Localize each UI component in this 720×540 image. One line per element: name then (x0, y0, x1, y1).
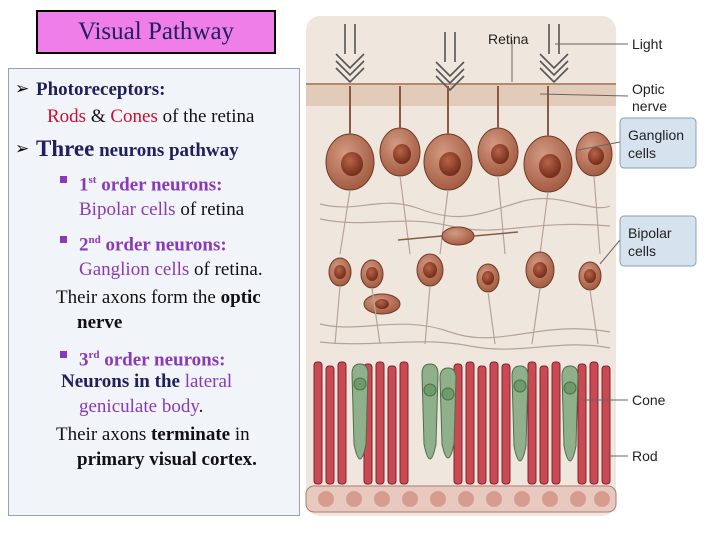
arrow-bullet-icon: ➢ (15, 79, 30, 99)
pigment-epithelium (305, 485, 617, 513)
cone-label: Cone (632, 392, 666, 408)
second-label-text: order neurons: (105, 234, 227, 256)
amacrine-cell (397, 226, 519, 246)
cones-text: Cones (110, 106, 158, 127)
third-order-label: 3rd order neurons: (79, 344, 225, 371)
text-panel: ➢ Photoreceptors: Rods & Cones of the re… (8, 68, 300, 516)
third-sup: rd (88, 349, 100, 361)
optic-nerve-label-line1: Optic (632, 81, 665, 97)
third-label-text: order neurons: (104, 349, 226, 371)
bipolar-label-line2: cells (628, 243, 656, 259)
primary-visual-cortex-text: primary visual cortex. (77, 449, 257, 470)
nerve-text: nerve (77, 312, 123, 333)
photoreceptors-detail: Rods & Cones of the retina (47, 106, 254, 128)
cone-cells (351, 363, 579, 462)
retina-diagram: Retina Light Optic nerve Ganglion cells … (305, 16, 697, 516)
rods-text: Rods (47, 106, 87, 127)
first-order-label: 1st order neurons: (79, 169, 222, 196)
of-retina-2-text: of retina (180, 199, 245, 220)
lateral-text: lateral (184, 371, 233, 392)
ganglion-label-line1: Ganglion (628, 127, 684, 143)
terminate-text: terminate (150, 424, 231, 445)
second-num: 2 (79, 234, 89, 256)
square-bullet-icon (60, 236, 67, 243)
page-title: Visual Pathway (36, 10, 276, 54)
retina-label: Retina (488, 31, 529, 47)
square-bullet-icon (60, 176, 67, 183)
third-num: 3 (79, 349, 89, 371)
first-label-text: order neurons: (101, 174, 223, 196)
arrow-bullet-icon: ➢ (15, 139, 30, 159)
second-order-detail: Ganglion cells of retina. (79, 259, 263, 281)
third-order-detail: Neurons in the lateral (61, 371, 232, 393)
first-order-detail: Bipolar cells of retina (79, 199, 244, 221)
bipolar-label-box (619, 215, 697, 267)
square-bullet-icon (60, 351, 67, 358)
first-sup: st (88, 174, 97, 186)
ganglion-label-box (619, 117, 697, 169)
bipolar-label-line1: Bipolar (628, 225, 672, 241)
of-retina-text: of the retina (162, 106, 255, 127)
amp-text: & (90, 106, 106, 127)
axons-terminate-line: Their axons terminate in (56, 424, 250, 446)
optic-nerve-label-line2: nerve (632, 98, 667, 114)
photoreceptor-layer (313, 361, 611, 485)
second-sup: nd (88, 234, 101, 246)
of-retina-3-text: of retina. (194, 259, 263, 280)
label-leader-lines (511, 40, 629, 457)
inner-plexiform-layer (319, 175, 611, 255)
axons-form-line: Their axons form the optic (56, 287, 261, 309)
axons-form-text: Their axons form the (56, 287, 216, 308)
second-order-label: 2nd order neurons: (79, 229, 227, 256)
their-axons-text: Their axons (56, 424, 147, 445)
ganglion-label-line2: cells (628, 145, 656, 161)
outer-plexiform-layer (319, 285, 611, 350)
optic-text: optic (220, 287, 261, 308)
light-label: Light (632, 36, 662, 52)
neurons-in-text: Neurons in the (61, 371, 180, 392)
ganglion-cell-layer (325, 86, 613, 193)
first-num: 1 (79, 174, 89, 196)
bipolar-cells-text: Bipolar cells (79, 199, 176, 220)
geniculate-body-text: geniculate body (79, 396, 199, 417)
rod-label: Rod (632, 448, 658, 464)
three-neurons-heading: Three neurons pathway (36, 136, 239, 162)
light-arrows-icon (335, 24, 569, 92)
three-text: Three (36, 136, 95, 161)
optic-nerve-fiber-layer (306, 84, 616, 106)
photoreceptors-heading: Photoreceptors: (36, 79, 166, 100)
period-text: . (198, 396, 204, 417)
geniculate-line: geniculate body. (79, 396, 203, 418)
ganglion-cells-text: Ganglion cells (79, 259, 190, 280)
neurons-pathway-text: neurons pathway (99, 140, 239, 161)
in-text: in (234, 424, 250, 445)
